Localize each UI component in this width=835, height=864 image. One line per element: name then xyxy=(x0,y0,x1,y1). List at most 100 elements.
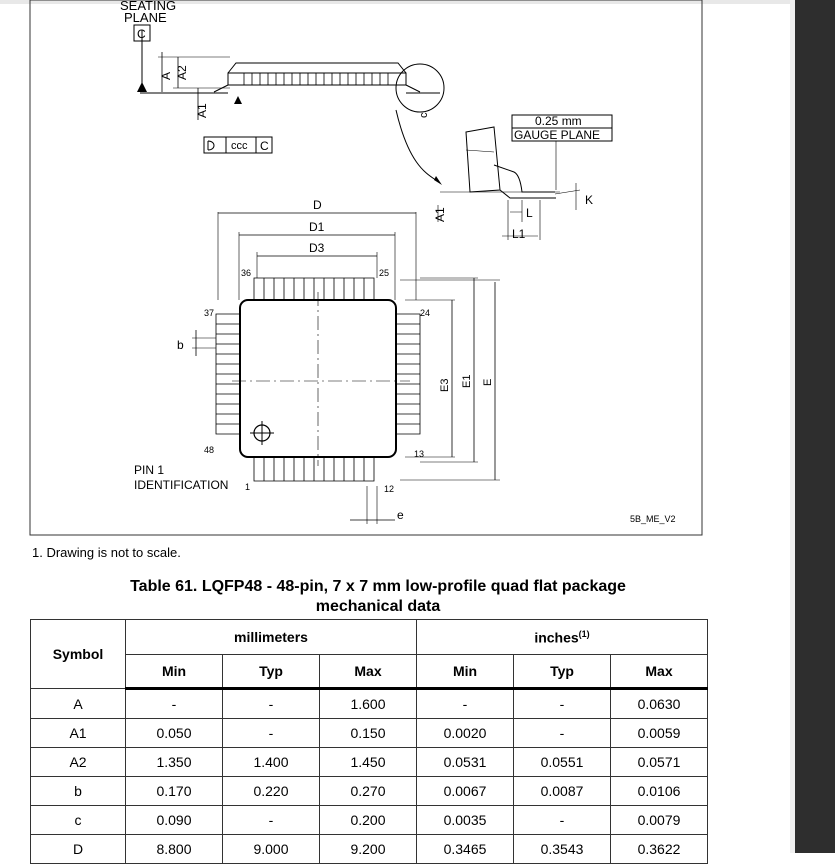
top-view xyxy=(192,212,500,524)
cell-mm-max: 9.200 xyxy=(319,834,417,864)
dim-e: E xyxy=(482,379,494,386)
table-row: c 0.090 - 0.200 0.0035 - 0.0079 xyxy=(30,805,708,835)
cell-in-max: 0.0079 xyxy=(610,805,708,835)
cell-mm-typ: - xyxy=(222,718,320,748)
pin-1: 1 xyxy=(245,482,250,492)
cell-mm-min: - xyxy=(125,688,223,719)
cell-mm-typ: - xyxy=(222,688,320,719)
cell-in-max: 0.0630 xyxy=(610,688,708,719)
subheader-in-max: Max xyxy=(610,654,708,690)
cell-in-typ: - xyxy=(513,688,611,719)
cell-in-min: 0.0020 xyxy=(416,718,514,748)
pin-24: 24 xyxy=(420,308,430,318)
drawing-code: 5B_ME_V2 xyxy=(630,514,676,524)
subheader-mm-min: Min xyxy=(125,654,223,690)
cell-in-typ: 0.3543 xyxy=(513,834,611,864)
datum-c-box: C xyxy=(137,27,146,41)
viewer-top-edge xyxy=(0,0,835,4)
pin-12: 12 xyxy=(384,484,394,494)
cell-mm-max: 1.450 xyxy=(319,747,417,777)
drawing-footnote: 1. Drawing is not to scale. xyxy=(32,545,181,560)
gauge-value: 0.25 mm xyxy=(535,114,582,128)
ccc-label: ccc xyxy=(231,140,248,152)
dim-d: D xyxy=(313,198,322,212)
cell-in-typ: - xyxy=(513,805,611,835)
dim-d3: D3 xyxy=(309,241,325,255)
subheader-mm-max: Max xyxy=(319,654,417,690)
row-symbol: A1 xyxy=(30,718,126,748)
table-caption: Table 61. LQFP48 - 48-pin, 7 x 7 mm low-… xyxy=(130,578,626,615)
pin-37: 37 xyxy=(204,308,214,318)
row-symbol: A2 xyxy=(30,747,126,777)
pin-36: 36 xyxy=(241,268,251,278)
dim-a1-detail: A1 xyxy=(433,207,447,222)
header-inches-note: (1) xyxy=(578,628,590,639)
pin1-id-line2: IDENTIFICATION xyxy=(134,478,228,492)
cell-mm-min: 0.090 xyxy=(125,805,223,835)
table-subheader-row: Min Typ Max Min Typ Max xyxy=(31,654,708,690)
dim-a: A xyxy=(159,72,173,80)
header-symbol: Symbol xyxy=(30,619,126,689)
cell-in-min: 0.3465 xyxy=(416,834,514,864)
seating-plane-line2: PLANE xyxy=(124,10,167,25)
dim-b: b xyxy=(177,338,184,352)
cell-in-min: 0.0035 xyxy=(416,805,514,835)
dim-e-pitch: e xyxy=(397,508,404,522)
table-row: A2 1.350 1.400 1.450 0.0531 0.0551 0.057… xyxy=(30,747,708,777)
gauge-plane-label: GAUGE PLANE xyxy=(514,128,600,142)
mechanical-data-table: Symbol millimeters inches(1) Min Typ Max… xyxy=(30,619,708,864)
cell-mm-max: 0.200 xyxy=(319,805,417,835)
seating-plane-line1: SEATING xyxy=(120,0,176,13)
dim-e3: E3 xyxy=(439,379,451,392)
cell-mm-typ: - xyxy=(222,805,320,835)
cell-in-min: - xyxy=(416,688,514,719)
drawing-frame xyxy=(29,0,703,536)
dim-e1: E1 xyxy=(461,375,473,388)
header-inches: inches(1) xyxy=(416,619,708,655)
cell-in-min: 0.0067 xyxy=(416,776,514,806)
cell-in-typ: - xyxy=(513,718,611,748)
pin-48: 48 xyxy=(204,445,214,455)
dim-c: c xyxy=(418,112,430,118)
table-row: D 8.800 9.000 9.200 0.3465 0.3543 0.3622 xyxy=(30,834,708,864)
cell-in-max: 0.0106 xyxy=(610,776,708,806)
dim-k: K xyxy=(585,193,593,207)
row-symbol: c xyxy=(30,805,126,835)
cell-mm-max: 1.600 xyxy=(319,688,417,719)
package-drawing: SEATING PLANE C A A2 A1 c ccc C 0.25 mm … xyxy=(29,0,703,536)
subheader-mm-typ: Typ xyxy=(222,654,320,690)
viewer-scroll-gutter[interactable] xyxy=(795,0,835,853)
dim-a2: A2 xyxy=(175,65,189,80)
subheader-in-typ: Typ xyxy=(513,654,611,690)
dim-d1: D1 xyxy=(309,220,325,234)
cell-mm-min: 0.170 xyxy=(125,776,223,806)
cell-mm-min: 1.350 xyxy=(125,747,223,777)
pin-25: 25 xyxy=(379,268,389,278)
pin1-id-line1: PIN 1 xyxy=(134,463,164,477)
cell-in-typ: 0.0551 xyxy=(513,747,611,777)
table-row: A - - 1.600 - - 0.0630 xyxy=(30,688,708,719)
cell-in-max: 0.0059 xyxy=(610,718,708,748)
side-view xyxy=(137,30,445,185)
ccc-datum: C xyxy=(260,139,269,153)
cell-mm-typ: 1.400 xyxy=(222,747,320,777)
cell-mm-min: 8.800 xyxy=(125,834,223,864)
cell-in-max: 0.0571 xyxy=(610,747,708,777)
row-symbol: b xyxy=(30,776,126,806)
table-row: A1 0.050 - 0.150 0.0020 - 0.0059 xyxy=(30,718,708,748)
header-millimeters: millimeters xyxy=(125,619,417,655)
table-header-row: Symbol millimeters inches(1) xyxy=(30,619,708,689)
cell-mm-max: 0.150 xyxy=(319,718,417,748)
cell-mm-max: 0.270 xyxy=(319,776,417,806)
row-symbol: D xyxy=(30,834,126,864)
cell-in-min: 0.0531 xyxy=(416,747,514,777)
table-row: b 0.170 0.220 0.270 0.0067 0.0087 0.0106 xyxy=(30,776,708,806)
row-symbol: A xyxy=(30,688,126,719)
page-edge xyxy=(790,0,795,853)
cell-in-typ: 0.0087 xyxy=(513,776,611,806)
dim-l: L xyxy=(526,206,533,220)
dim-a1: A1 xyxy=(195,103,209,118)
pin-13: 13 xyxy=(414,449,424,459)
cell-mm-typ: 0.220 xyxy=(222,776,320,806)
